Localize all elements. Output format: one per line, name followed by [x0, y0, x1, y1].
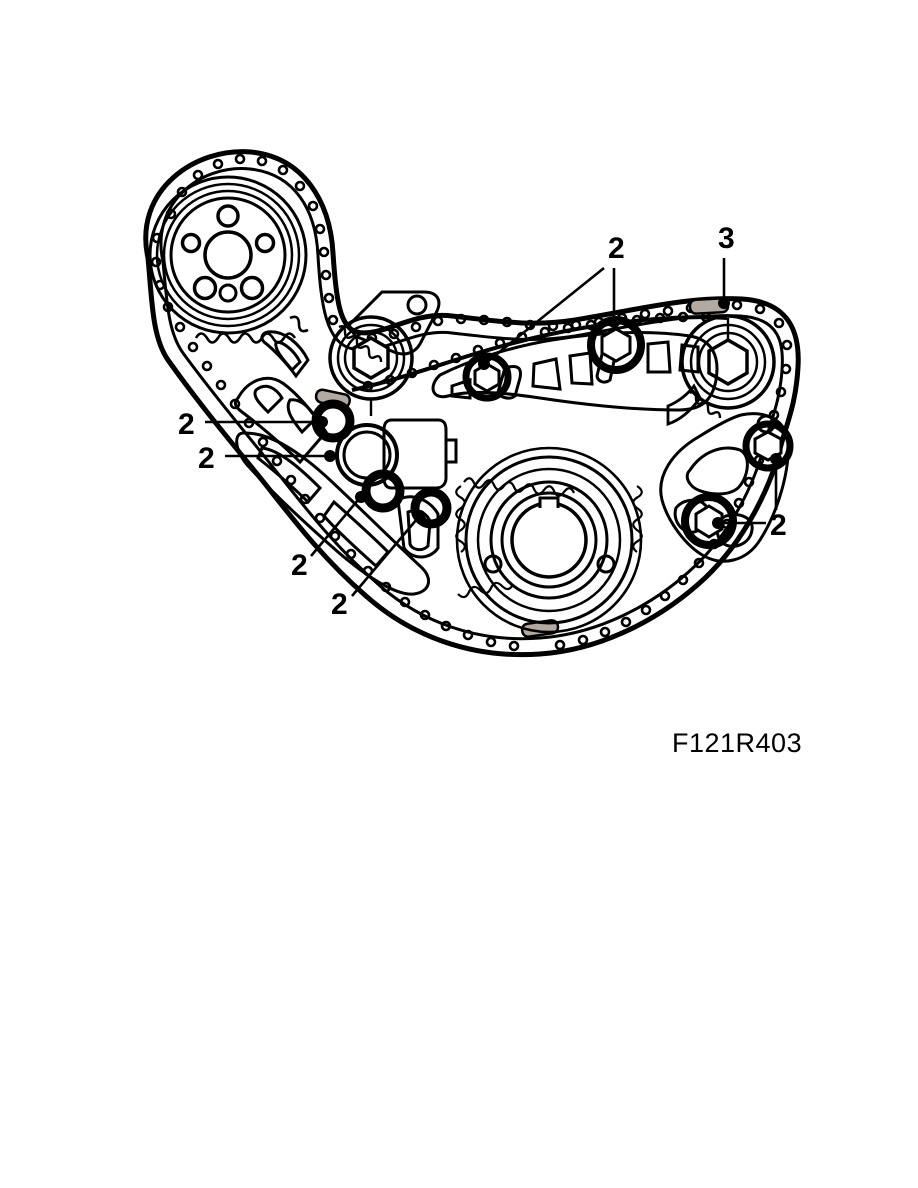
figure-caption: F121R403: [672, 728, 803, 758]
callout-2-right: 2: [712, 453, 787, 542]
bolt-guide-right-upper: [742, 420, 794, 472]
guide-window-3: [531, 357, 562, 391]
callout-2-left-upper: 2: [178, 408, 328, 441]
callout-2-right-dot-2: [770, 453, 782, 465]
camshaft-sprocket-upper-left: [148, 175, 309, 344]
callout-2-bottom-left: 2: [291, 491, 367, 582]
callout-2-bottom-left-dot-1: [355, 491, 367, 503]
callout-2-bottom-left-label: 2: [291, 549, 308, 582]
guide-window-6: [646, 340, 672, 374]
callout-2-bottom-left-leader-1: [310, 499, 359, 557]
callout-2-left-upper-dot-1: [316, 416, 328, 428]
camshaft-sprocket-mid-left: [328, 290, 441, 416]
sprocket-teeth-mid-left: [338, 324, 383, 363]
bolt-guide-left-lower: [410, 487, 452, 529]
callout-2-bottom-center-leader-1: [351, 518, 418, 597]
guide-left-upper-slot: [274, 340, 302, 373]
callout-3-label: 3: [718, 222, 735, 255]
guide-window-7: [678, 343, 700, 374]
callout-2-right-dot-1: [712, 517, 724, 529]
bolt-guide-right-lower: [681, 493, 737, 549]
guide-left-slot-1: [253, 384, 284, 415]
bolts: [311, 316, 794, 549]
callout-3: 3: [718, 222, 735, 309]
bolt-guide-upper-left: [462, 352, 512, 402]
tensioner-plunger-cap: [444, 438, 458, 464]
bracket-mid-left: [347, 290, 441, 356]
crank-sprocket-teeth: [455, 477, 643, 599]
keyway: [538, 496, 560, 508]
guide-window-4: [568, 351, 594, 386]
callout-2-right-label: 2: [770, 509, 787, 542]
crankshaft-sprocket: [455, 446, 643, 634]
callout-2-bottom-center: 2: [331, 510, 426, 621]
chain-outer-edge: [143, 149, 801, 658]
callout-2-left-upper-label: 2: [178, 408, 195, 441]
guide-right-window-1: [685, 446, 749, 496]
callout-2-bottom-center-dot-1: [414, 510, 426, 522]
callout-2-left-lower-label: 2: [198, 442, 215, 475]
callout-2-bottom-center-label: 2: [331, 588, 348, 621]
callout-2-left-lower: 2: [198, 442, 336, 475]
callout-2-left-lower-dot-1: [324, 450, 336, 462]
bracket-hole: [406, 294, 428, 316]
hex-center-right: [707, 337, 749, 387]
tensioner-housing: [382, 418, 448, 490]
guide-left-slot-2: [286, 398, 318, 435]
bolt-tensioner-lower: [361, 469, 405, 513]
callout-2-top-dot-2: [478, 358, 490, 370]
callout-3-dot-1: [718, 297, 730, 309]
callout-2-top: 2: [478, 232, 625, 370]
callout-2-top-leader-2: [486, 266, 605, 364]
callout-2-top-dot-1: [608, 316, 620, 328]
support-bracket-right: [666, 383, 702, 426]
callout-2-top-label: 2: [608, 232, 625, 265]
